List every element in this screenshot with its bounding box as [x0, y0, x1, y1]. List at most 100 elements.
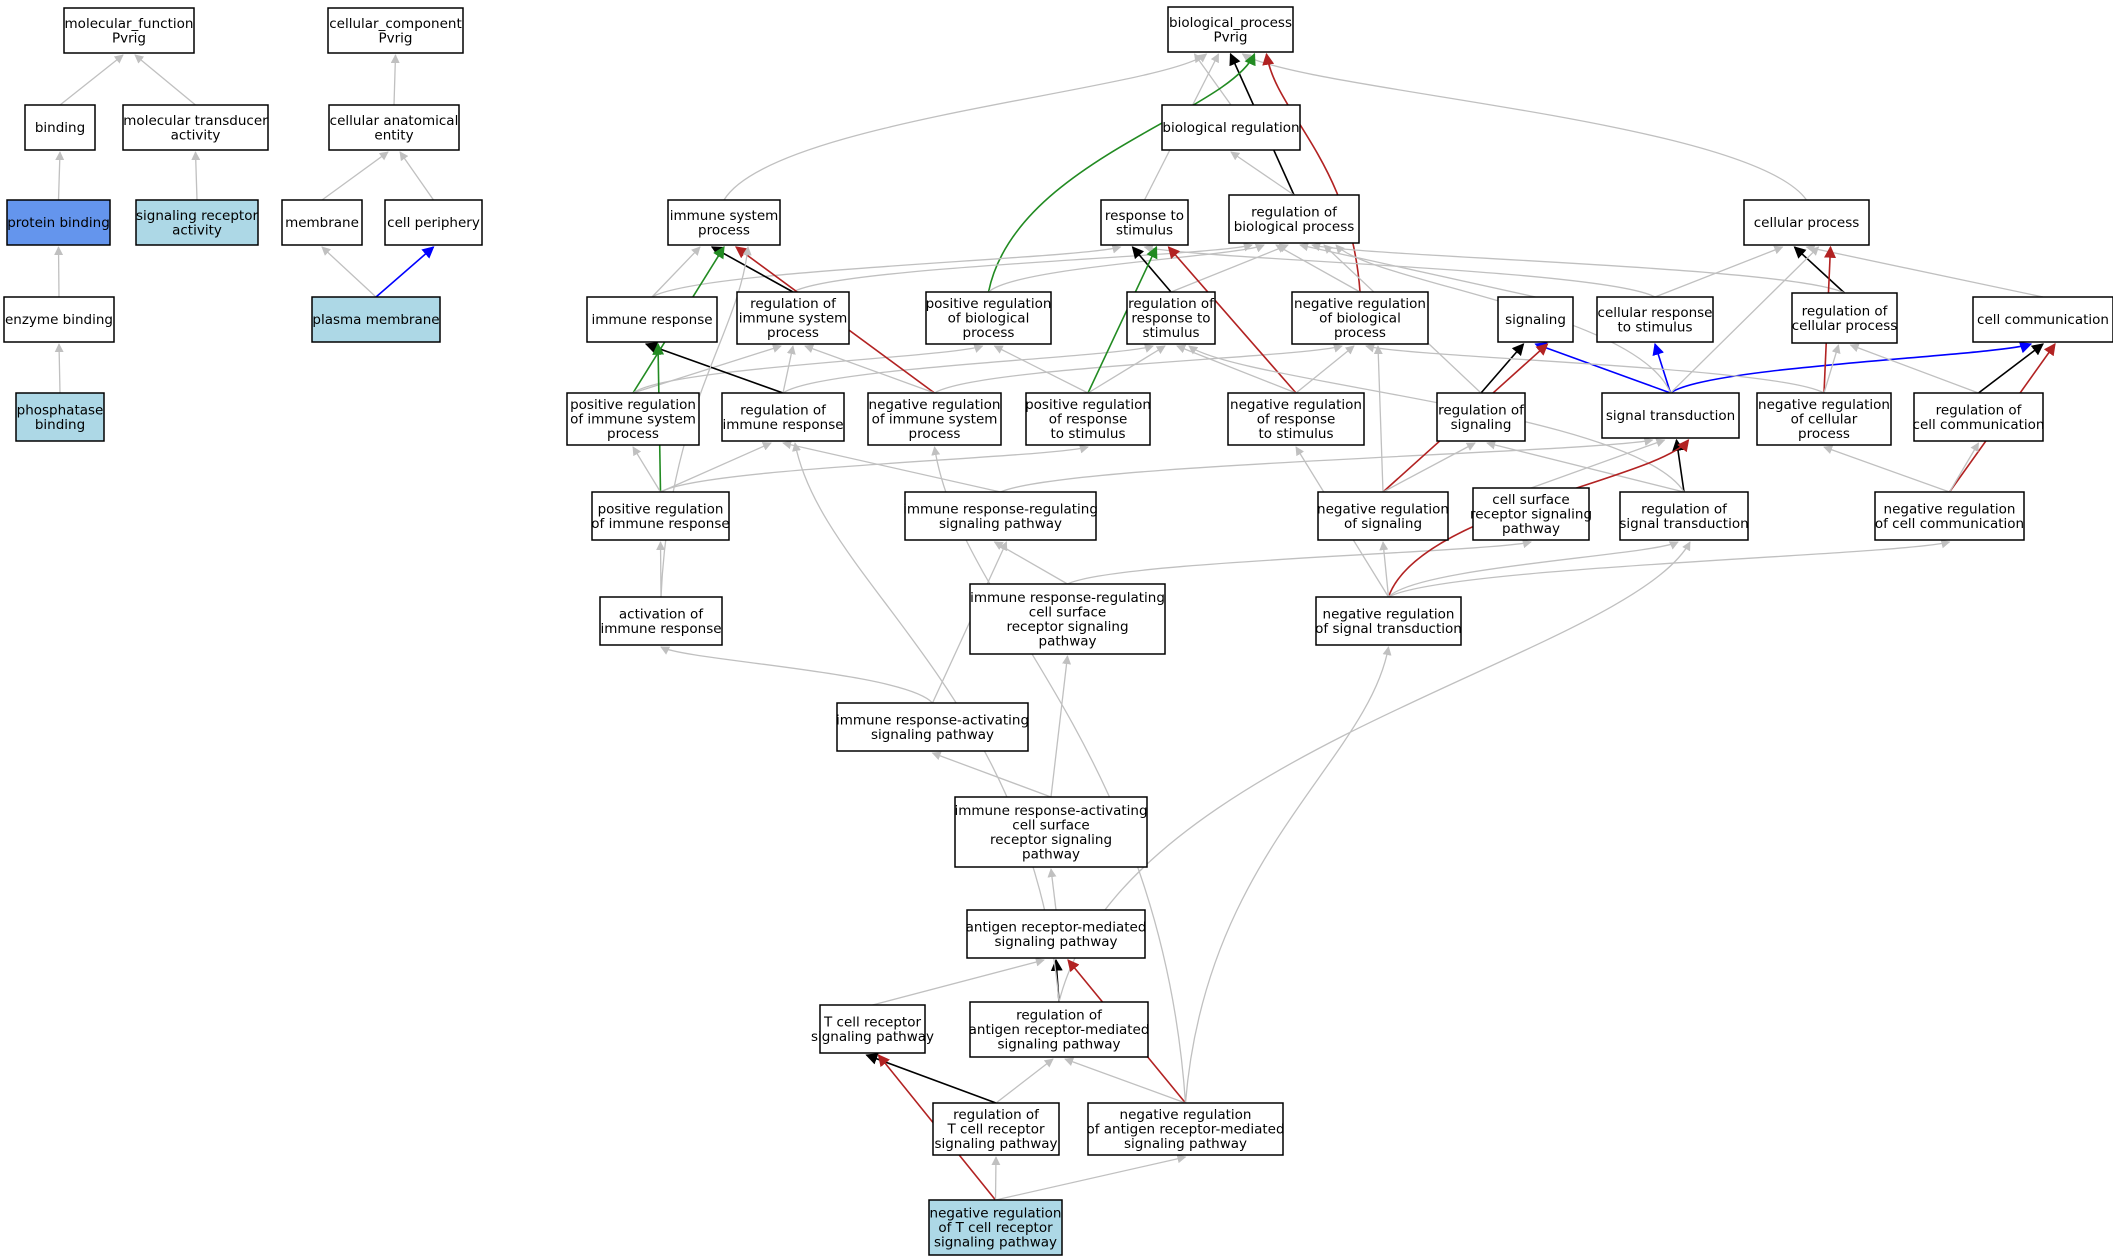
node-label-line: of antigen receptor-mediated [1086, 1122, 1284, 1138]
node-membrane[interactable]: membrane [281, 199, 363, 246]
node-label-line: of signal transduction [1315, 621, 1462, 637]
edge-bioreg-to-bp [1193, 53, 1232, 106]
node-enzbind[interactable]: enzyme binding [3, 296, 115, 343]
edge-plasma-to-periph [375, 246, 435, 298]
edge-irrsp-to-regir [782, 440, 1001, 493]
node-box-regcp [1791, 292, 1898, 344]
node-sigtrans[interactable]: signal transduction [1601, 392, 1740, 439]
node-box-plasma [311, 296, 441, 343]
node-signaling[interactable]: signaling [1497, 296, 1574, 343]
node-label-line: cellular response [1598, 305, 1713, 321]
node-box-mf [63, 7, 195, 54]
node-cellcomm[interactable]: cell communication [1972, 296, 2113, 343]
node-label-line: regulation of [1641, 501, 1728, 517]
node-label-line: cell communication [1977, 312, 2109, 328]
edge-cae-to-cc [390, 54, 400, 106]
node-label-line: negative regulation [1323, 606, 1455, 622]
node-cellproc[interactable]: cellular process [1743, 199, 1870, 246]
node-label-line: response to [1131, 311, 1210, 327]
node-box-csrsp [1472, 487, 1590, 541]
node-label-line: positive regulation [1025, 397, 1151, 413]
node-label-line: immune response [591, 312, 712, 328]
node-label-line: of response [1049, 412, 1128, 428]
node-protbind[interactable]: protein binding [6, 199, 111, 246]
node-label-line: cellular process [1754, 215, 1860, 231]
edge-cellresp-to-cellproc [1654, 245, 1784, 298]
node-binding[interactable]: binding [24, 104, 96, 151]
node-plasma[interactable]: plasma membrane [311, 296, 441, 343]
edge-negregst-to-regst [1388, 541, 1679, 598]
node-label-line: immune response [722, 417, 843, 433]
node-label-line: biological_process [1169, 15, 1292, 31]
edge-negregst-to-negregsig [1379, 541, 1390, 598]
node-label-line: receptor signaling [1470, 507, 1592, 523]
edge-mtrans-to-mf [134, 54, 196, 106]
node-box-regarmsp [969, 1001, 1149, 1058]
node-label-line: of cell communication [1875, 516, 2024, 532]
edge-regresp-to-regbp [1170, 243, 1289, 293]
node-label-line: regulation of [1936, 402, 2023, 418]
node-label-line: binding [35, 417, 85, 433]
node-box-iss [667, 199, 781, 246]
node-box-enzbind [3, 296, 115, 343]
node-periph[interactable]: cell periphery [384, 199, 483, 246]
node-immresp[interactable]: immune response [586, 296, 718, 343]
node-box-phosbind [15, 392, 105, 442]
node-box-armsp [966, 909, 1146, 959]
node-label-line: protein binding [7, 215, 110, 231]
edge-posregresp-to-posregbp [993, 345, 1089, 394]
node-box-regir [721, 392, 845, 442]
edge-posregir-to-posregresp [660, 444, 1089, 493]
node-label-line: T cell receptor [823, 1014, 921, 1030]
node-label-line: negative regulation [1317, 501, 1449, 517]
edge-regcc-to-regcp [1849, 343, 1979, 394]
node-label-line: cell surface [1012, 817, 1089, 833]
node-bioreg[interactable]: biological regulation [1161, 104, 1301, 151]
node-box-immresp [586, 296, 718, 343]
node-label-line: of cellular [1791, 412, 1858, 428]
edge-negregst-to-negregcc [1388, 539, 1951, 598]
